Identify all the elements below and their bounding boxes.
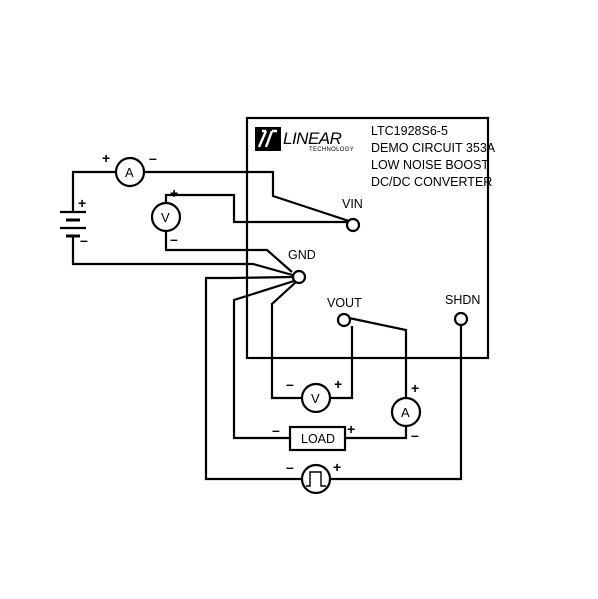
shdn-label: SHDN (445, 293, 480, 307)
load-resistor: LOAD (288, 425, 347, 452)
pulse-generator (300, 463, 332, 495)
vout-label: VOUT (327, 296, 362, 310)
board-description-2: DC/DC CONVERTER (371, 175, 492, 189)
ammeter-out: A (390, 396, 422, 428)
ammeter-in-plus-sign: + (102, 150, 110, 166)
demo-board (245, 116, 490, 360)
voltmeter-in-icon (150, 201, 182, 233)
voltmeter-in-label: V (161, 210, 170, 225)
gnd-terminal (291, 269, 307, 285)
wire-battery-minus-to-gnd (71, 236, 297, 278)
battery-icon (60, 210, 86, 238)
wire-voltmeter-in-plus (164, 193, 347, 224)
load-plus-sign: + (347, 421, 355, 437)
wire-gnd-to-shdn-gen (204, 275, 302, 481)
battery-plus-sign: + (78, 195, 86, 211)
board-description-1: LOW NOISE BOOST (371, 158, 489, 172)
wire-gnd-to-load (232, 279, 295, 440)
ammeter-out-plus-sign: + (411, 380, 419, 396)
wire-ammeter-out-to-load (345, 426, 408, 440)
ammeter-in-icon (114, 156, 146, 188)
voltmeter-in-plus-sign: + (170, 185, 178, 201)
board-demo-circuit: DEMO CIRCUIT 353A (371, 141, 496, 155)
pulse-generator-icon (300, 463, 332, 495)
logo-subtext: TECHNOLOGY (309, 147, 354, 153)
vin-label: VIN (342, 197, 363, 211)
wire-ammeter-to-vin (144, 170, 353, 224)
ammeter-in-minus-sign: – (149, 150, 157, 166)
voltmeter-out: V (300, 382, 332, 414)
voltmeter-in: V (150, 201, 182, 233)
vin-terminal (345, 217, 361, 233)
voltmeter-out-minus-sign: – (286, 376, 294, 392)
ammeter-out-label: A (401, 405, 410, 420)
board-part-number: LTC1928S6-5 (371, 124, 448, 138)
ammeter-in-label: A (125, 165, 134, 180)
wire-vout-to-voltmeter-out (330, 326, 354, 400)
wire-battery-plus-to-ammeter (71, 170, 116, 212)
gnd-label: GND (288, 248, 316, 262)
wire-shdn-to-pulse (330, 326, 463, 481)
shdn-terminal (453, 311, 469, 327)
ammeter-out-icon (390, 396, 422, 428)
ammeter-in: A (114, 156, 146, 188)
voltmeter-in-minus-sign: – (170, 231, 178, 247)
pulse-plus-sign: + (333, 459, 341, 475)
wire-voltmeter-in-minus (164, 231, 293, 273)
load-minus-sign: – (272, 422, 280, 438)
load-label: LOAD (301, 432, 335, 446)
voltmeter-out-plus-sign: + (334, 376, 342, 392)
battery-minus-sign: – (80, 232, 88, 248)
vout-terminal (336, 312, 352, 328)
voltmeter-out-icon (300, 382, 332, 414)
logo-wordmark: LINEAR (283, 129, 342, 148)
wire-vout-to-ammeter-out (348, 316, 408, 398)
wire-gnd-to-voltmeter-out (270, 281, 302, 400)
pulse-minus-sign: – (286, 459, 294, 475)
linear-logo: LINEAR TECHNOLOGY (255, 127, 354, 153)
ammeter-out-minus-sign: – (411, 427, 419, 443)
voltmeter-out-label: V (311, 391, 320, 406)
